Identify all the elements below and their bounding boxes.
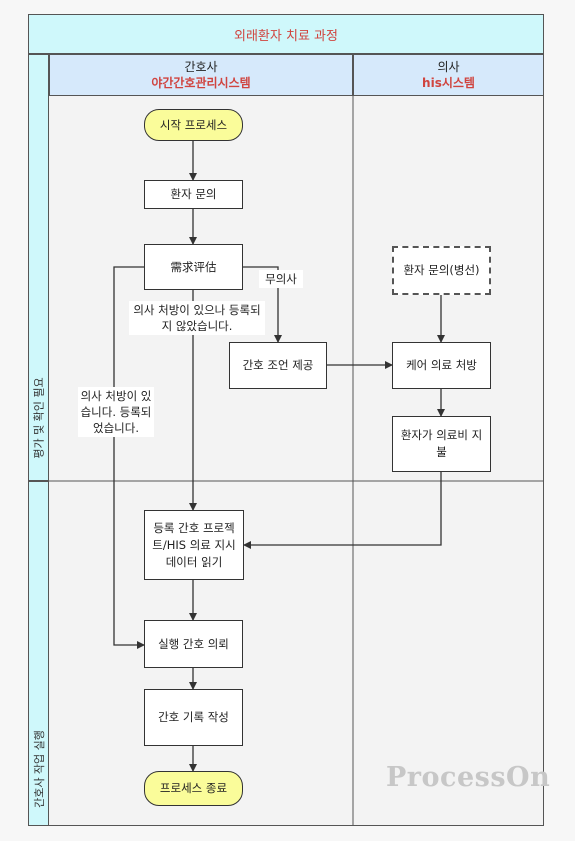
execute-care-node[interactable]: 실행 간호 의뢰: [144, 620, 243, 668]
lane-system-nurse: 야간간호관리시스템: [151, 76, 251, 90]
patient-pays-node[interactable]: 환자가 의료비 지불: [392, 416, 491, 472]
processon-watermark: ProcessOn: [386, 762, 551, 793]
needs-assessment-node[interactable]: 需求评估: [144, 244, 243, 290]
patient-inquiry-ward-node[interactable]: 환자 문의(병선): [392, 246, 491, 295]
edge-label-registered: 의사 처방이 있습니다. 등록되었습니다.: [78, 387, 154, 437]
edge-label-no-doctor: 무의사: [259, 270, 303, 288]
edge-assessment-advice: [243, 266, 282, 343]
diagram-title: 외래환자 치료 과정: [28, 14, 544, 54]
write-record-node[interactable]: 간호 기록 작성: [144, 689, 243, 746]
lane-header-nurse: 간호사 야간간호관리시스템: [49, 54, 353, 96]
register-project-node[interactable]: 등록 간호 프로젝트/HIS 의료 지시 데이터 읽기: [144, 510, 244, 580]
edge-label-not-registered: 의사 처방이 있으나 등록되지 않았습니다.: [129, 301, 265, 335]
edge-pays-register: [243, 472, 442, 549]
lane-role-doctor: 의사: [437, 60, 460, 74]
lane-header-doctor: 의사 his시스템: [353, 54, 544, 96]
nurse-advice-node[interactable]: 간호 조언 제공: [229, 342, 327, 389]
patient-inquiry-node[interactable]: 환자 문의: [144, 180, 243, 209]
start-terminal[interactable]: 시작 프로세스: [144, 109, 243, 141]
lane-system-doctor: his시스템: [422, 76, 475, 90]
row-header-execution: 간호사 작업 실행: [28, 481, 49, 826]
lane-role-nurse: 간호사: [184, 60, 218, 74]
care-treatment-node[interactable]: 케어 의료 처방: [392, 342, 491, 389]
row-header-assessment: 평가 및 확인 필요: [28, 54, 49, 481]
edge-assessment-execute: [113, 266, 145, 649]
end-terminal[interactable]: 프로세스 종료: [144, 771, 243, 806]
